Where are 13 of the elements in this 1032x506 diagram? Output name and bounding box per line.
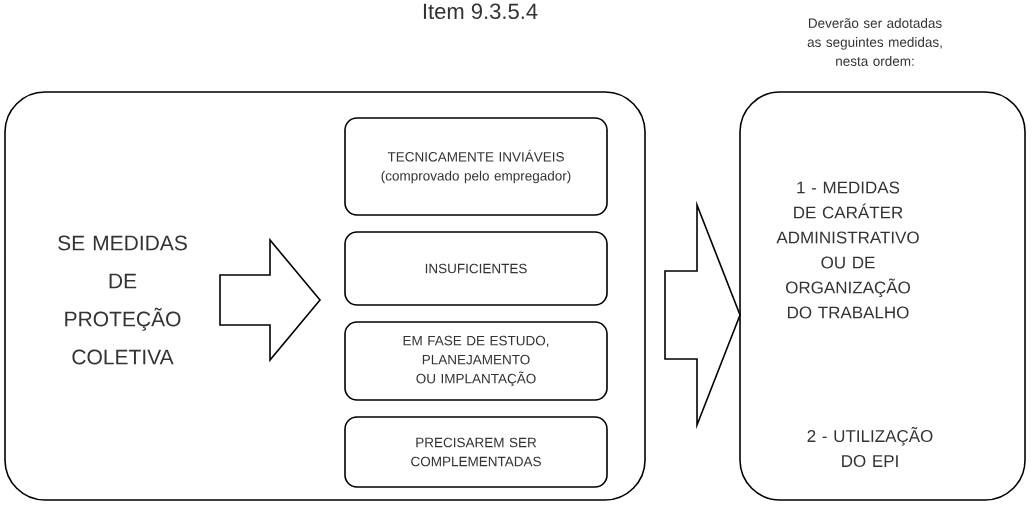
condition-box: INSUFICIENTES bbox=[344, 231, 608, 306]
condition-box: PRECISAREM SER COMPLEMENTADAS bbox=[344, 416, 608, 488]
measure-text: 2 - UTILIZAÇÃO DO EPI bbox=[807, 426, 933, 468]
block-arrow bbox=[219, 237, 322, 363]
condition-box: TECNICAMENTE INVIÁVEIS (comprovado pelo empregador) bbox=[344, 117, 608, 216]
condition-box: EM FASE DE ESTUDO, PLANEJAMENTO OU IMPLANTAÇÃO bbox=[344, 321, 608, 401]
block-arrow bbox=[664, 200, 741, 430]
measures-box bbox=[739, 91, 1026, 501]
note-text: Deverão ser adotadas as seguintes medidas, nesta ordem: bbox=[807, 18, 942, 66]
condition-text: SE MEDIDAS DE PROTEÇÃO COLETIVA bbox=[58, 235, 187, 365]
group-box bbox=[4, 91, 646, 501]
measure-text: 1 - MEDIDAS DE CARÁTER ADMINISTRATIVO OU DE ORGANIZAÇÃO DO TRABALHO bbox=[776, 181, 919, 319]
title: Item 9.3.5.4 bbox=[423, 3, 538, 20]
